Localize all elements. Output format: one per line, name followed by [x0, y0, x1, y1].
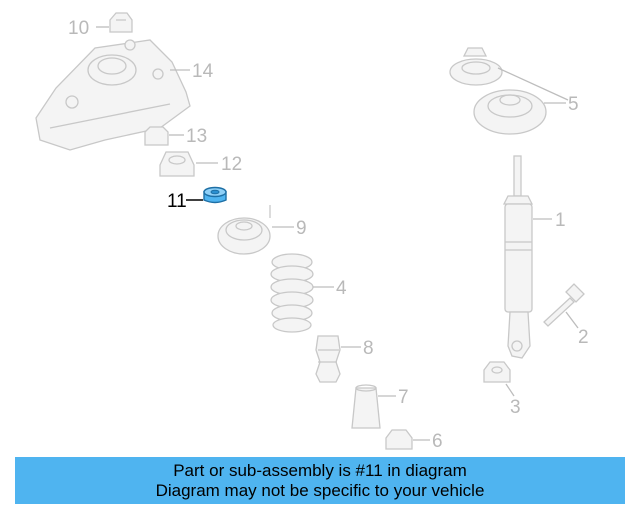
part-7-dust-boot — [351, 384, 381, 429]
callout-12: 12 — [221, 154, 242, 175]
part-9-spring-seat — [217, 205, 271, 255]
callout-13: 13 — [186, 126, 207, 147]
callout-4: 4 — [336, 278, 347, 299]
part-3-nut — [483, 361, 511, 383]
part-2-bolt — [543, 283, 585, 327]
part-11-bushing-highlighted — [203, 186, 227, 204]
part-13-nut — [144, 126, 169, 146]
callout-1: 1 — [555, 210, 566, 231]
leader-5a — [497, 67, 569, 101]
leader-3 — [505, 383, 515, 397]
part-14-mount-bracket — [35, 39, 191, 151]
leader-2 — [565, 311, 579, 329]
part-12-bearing-cap — [159, 151, 195, 177]
callout-11: 11 — [167, 191, 187, 212]
part-8-bump-stop — [315, 335, 341, 383]
part-info-banner: Part or sub-assembly is #11 in diagram D… — [15, 457, 625, 504]
parts-diagram: 10 14 13 12 11 9 — [35, 12, 589, 452]
callout-9: 9 — [296, 218, 307, 239]
callout-2: 2 — [578, 327, 589, 348]
callout-10: 10 — [68, 18, 89, 39]
part-5-upper-seat — [449, 47, 547, 135]
callout-3: 3 — [510, 397, 521, 418]
callout-6: 6 — [432, 431, 443, 452]
callout-8: 8 — [363, 338, 374, 359]
callout-7: 7 — [398, 387, 409, 408]
callout-5: 5 — [568, 94, 579, 115]
part-6-lower-cap — [385, 429, 413, 450]
callout-14: 14 — [192, 61, 214, 82]
part-10-nut — [109, 12, 133, 33]
part-4-coil-spring — [270, 253, 314, 333]
banner-line-1: Part or sub-assembly is #11 in diagram — [173, 460, 467, 480]
banner-line-2: Diagram may not be specific to your vehi… — [155, 480, 485, 500]
part-1-shock-absorber — [502, 155, 534, 359]
